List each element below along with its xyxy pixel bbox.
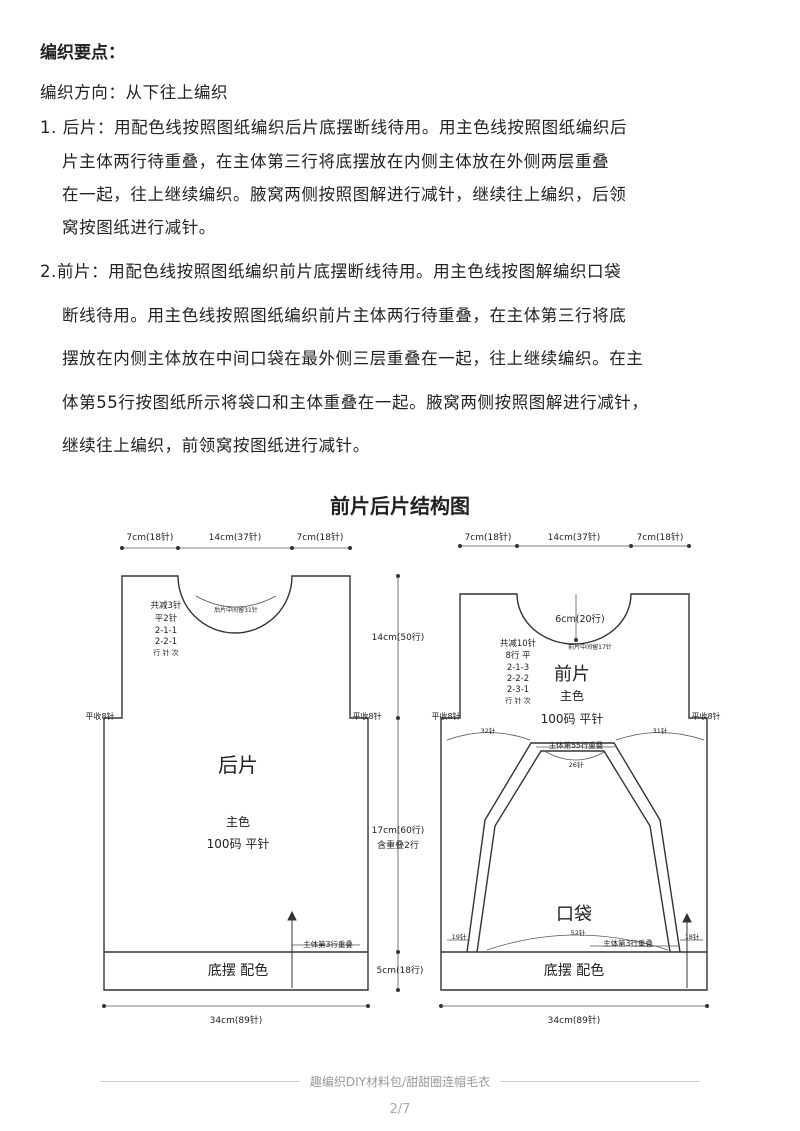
back-yarn-label: 100码 平针 — [207, 836, 270, 851]
back-piece-name: 后片 — [218, 753, 258, 777]
footer: 趣编织DIY材料包/甜甜圈连帽毛衣 — [0, 1073, 800, 1090]
back-bottom-width: 34cm(89针) — [210, 1014, 263, 1026]
front-decrease-flat: 8行 平 — [505, 650, 531, 661]
pocket-bottom-mid-count: 52针 — [571, 928, 586, 937]
text-line: 2.前片：用配色线按照图纸编织前片底摆断线待用。用主色线按图解编织口袋 — [40, 262, 622, 281]
back-neck-center-label: 后片中间留31针 — [214, 606, 258, 614]
back-decrease-row: 2-1-1 — [155, 626, 177, 636]
footer-text: 趣编织DIY材料包/甜甜圈连帽毛衣 — [299, 1075, 501, 1089]
front-armhole-right: 平收8针 — [691, 711, 720, 721]
front-decrease-row: 2-1-3 — [507, 663, 529, 673]
back-top-right-label: 7cm(18针) — [297, 531, 344, 543]
front-decrease-total: 共减10针 — [500, 638, 537, 649]
front-piece-name: 前片 — [554, 664, 590, 685]
text-line: 片主体两行待重叠，在主体第三行将底摆放在内侧主体放在外侧两层重叠 — [62, 152, 610, 171]
pocket-outline-inner — [476, 750, 671, 953]
back-armhole-left: 平收8针 — [85, 711, 114, 721]
pocket-overlap-label: 主体第55行重叠 — [549, 740, 604, 750]
front-top-left-label: 7cm(18针) — [465, 531, 512, 543]
text-line: 编织方向：从下往上编织 — [40, 83, 229, 102]
back-top-mid-label: 14cm(37针) — [209, 531, 262, 543]
back-armhole-right: 平收8针 — [352, 711, 381, 721]
back-decrease-total: 共减3针 — [151, 600, 182, 611]
front-overlap-label: 主体第3行重叠 — [603, 938, 653, 948]
back-top-left-label: 7cm(18针) — [127, 531, 174, 543]
back-overlap-label: 主体第3行重叠 — [303, 939, 353, 949]
text-line: 1. 后片：用配色线按照图纸编织后片底摆断线待用。用主色线按照图纸编织后 — [40, 118, 628, 137]
back-color-label: 主色 — [226, 815, 250, 829]
back-hem-label: 底摆 配色 — [208, 962, 268, 979]
pocket-right-bottom-count: 18针 — [685, 932, 700, 941]
pocket-right-top-count: 31针 — [653, 726, 668, 735]
height-body-label: 17cm(60行) — [372, 824, 425, 836]
front-color-label: 主色 — [560, 689, 584, 703]
pocket-outline-outer — [466, 742, 681, 953]
text-line: 继续往上编织，前领窝按图纸进行减针。 — [62, 436, 370, 455]
front-hem-label: 底摆 配色 — [544, 962, 604, 979]
back-piece-outline — [103, 575, 369, 991]
front-decrease-row: 2-2-2 — [507, 674, 529, 684]
height-upper-label: 14cm(50行) — [372, 631, 425, 643]
pocket-name: 口袋 — [556, 904, 592, 925]
back-decrease-header: 行 针 次 — [153, 648, 178, 657]
pocket-left-top-count: 32针 — [481, 726, 496, 735]
text-line: 体第55行按图纸所示将袋口和主体重叠在一起。腋窝两侧按照图解进行减针， — [62, 393, 649, 412]
back-decrease-row: 2-2-1 — [155, 637, 177, 647]
height-body-note: 含重叠2行 — [377, 839, 419, 851]
text-line: 在一起，往上继续编织。腋窝两侧按照图解进行减针，继续往上编织，后领 — [62, 185, 627, 204]
page-number: 2/7 — [389, 1102, 411, 1117]
height-hem-label: 5cm(18行) — [377, 964, 424, 976]
text-line: 摆放在内侧主体放在中间口袋在最外侧三层重叠在一起，往上继续编织。在主 — [62, 349, 644, 368]
back-decrease-flat: 平2针 — [155, 613, 178, 624]
front-top-right-label: 7cm(18针) — [637, 531, 684, 543]
front-top-mid-label: 14cm(37针) — [548, 531, 601, 543]
front-decrease-row: 2-3-1 — [507, 685, 529, 695]
front-armhole-left: 平收8针 — [431, 711, 460, 721]
pocket-left-bottom-count: 19针 — [452, 932, 467, 941]
text-line: 窝按图纸进行减针。 — [62, 218, 216, 237]
text-line: 断线待用。用主色线按照图纸编织前片主体两行待重叠，在主体第三行将底 — [62, 306, 627, 325]
pocket-top-mid-count: 26针 — [569, 760, 584, 769]
section-heading: 编织要点： — [40, 43, 125, 63]
front-neck-center-label: 前片中间留17针 — [568, 643, 612, 651]
front-decrease-header: 行 针 次 — [505, 696, 530, 705]
front-neck-depth: 6cm(20行) — [555, 613, 605, 625]
front-bottom-width: 34cm(89针) — [548, 1014, 601, 1026]
front-yarn-label: 100码 平针 — [541, 711, 604, 726]
front-piece-outline — [440, 593, 708, 991]
figure-title: 前片后片结构图 — [330, 494, 470, 518]
